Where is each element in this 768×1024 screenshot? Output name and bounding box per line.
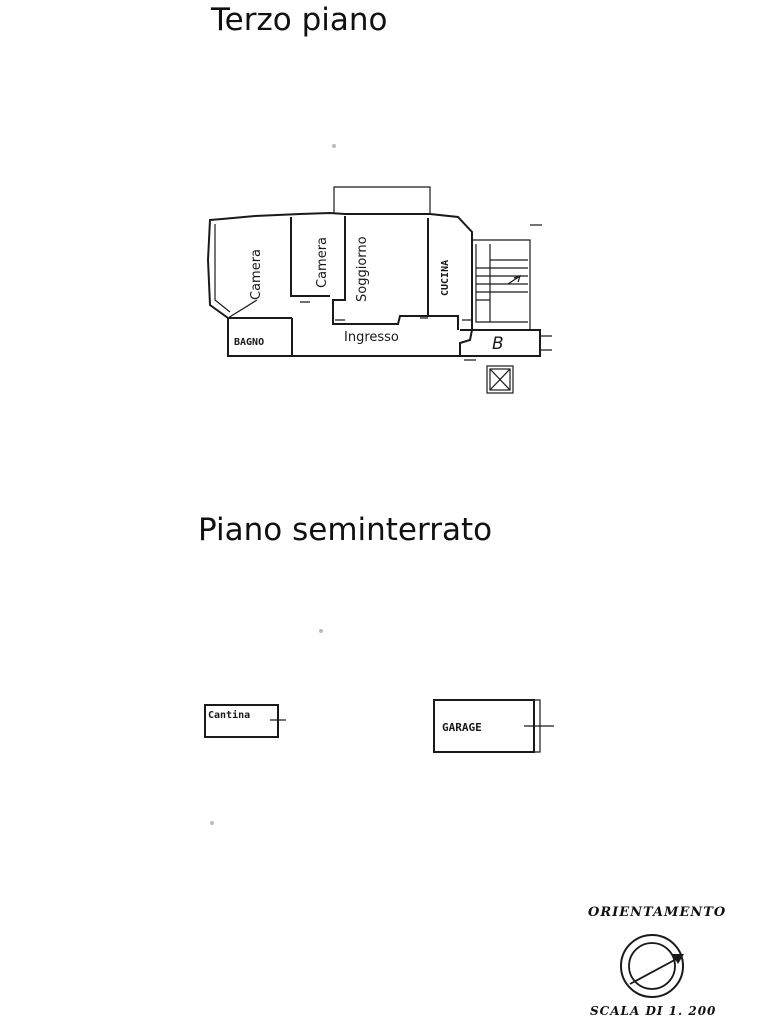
door-marks [300, 301, 472, 321]
balcony-outline [333, 186, 431, 214]
room-label-camera-2: Camera [315, 237, 330, 288]
staircase [471, 224, 542, 330]
room-label-soggiorno: Soggiorno [355, 236, 370, 302]
scan-speck [332, 144, 336, 148]
scale-label: SCALA DI 1. 200 [590, 1004, 717, 1018]
basement-plan: Cantina GARAGE [204, 699, 554, 753]
room-label-bagno: BAGNO [234, 337, 264, 348]
floor-title-piano-seminterrato: Piano seminterrato [198, 512, 493, 548]
scan-speck [210, 821, 214, 825]
elevator-shaft [486, 365, 514, 394]
wall-camera-soggiorno [332, 216, 428, 325]
orientation-label: ORIENTAMENTO [588, 905, 727, 920]
outer-wall [206, 211, 473, 357]
compass-icon [620, 934, 684, 998]
floor-title-terzo-piano: Terzo piano [211, 2, 388, 38]
left-wall-inner-line [214, 224, 231, 313]
landing-outline [460, 329, 541, 357]
scan-speck [319, 629, 323, 633]
wall-soggiorno-cucina [427, 218, 459, 330]
room-label-camera-1: Camera [249, 249, 264, 300]
room-label-cucina: CUCINA [440, 260, 451, 296]
cantina-door-mark [270, 705, 286, 737]
room-label-ingresso: Ingresso [344, 330, 399, 345]
wall-camera-camera [290, 217, 330, 297]
stair-label-b: B [492, 334, 504, 354]
garage-door-mark [524, 699, 554, 753]
upper-floor-plan: Camera Camera Soggiorno CUCINA BAGNO Ing… [206, 186, 552, 394]
room-label-cantina: Cantina [208, 709, 250, 721]
wall-diagonal-camera [227, 299, 258, 319]
room-label-garage: GARAGE [442, 721, 482, 734]
landing-marks [464, 335, 552, 361]
